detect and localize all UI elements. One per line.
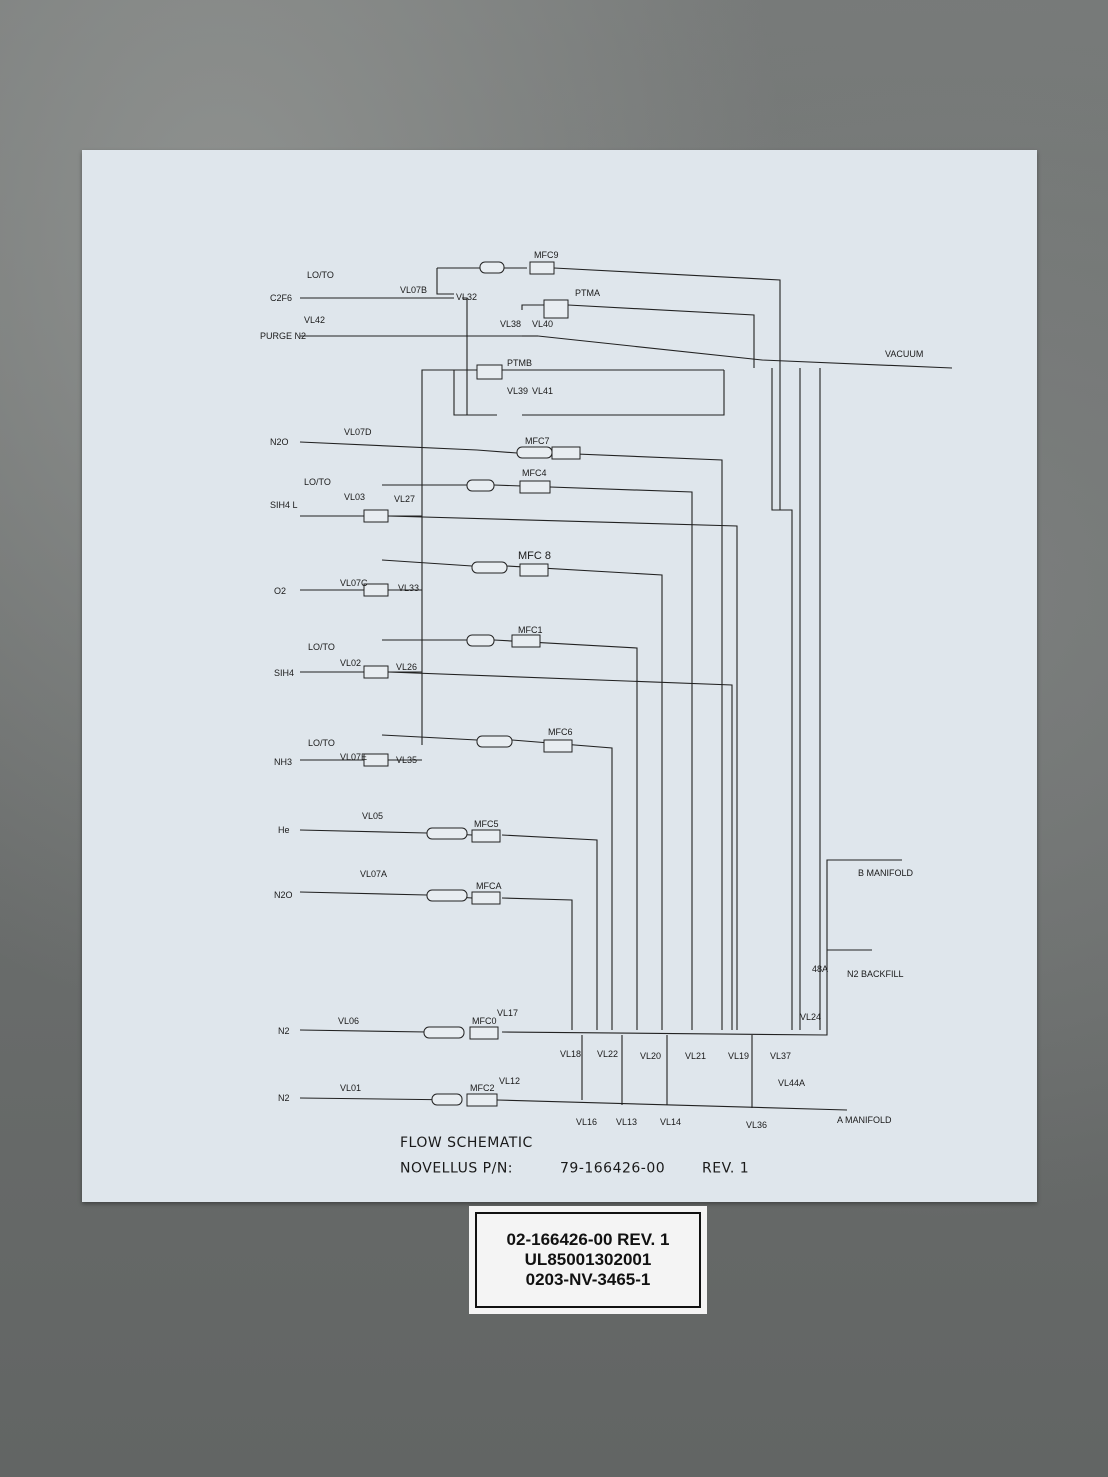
pipework xyxy=(299,267,953,1111)
mfc-label-mfc1: MFC1 xyxy=(518,625,543,635)
valve-label-vl41: VL41 xyxy=(532,386,553,396)
output-label-vacuum: VACUUM xyxy=(885,349,923,359)
revision-label: REV. 1 xyxy=(702,1161,749,1177)
diagram-title: FLOW SCHEMATIC xyxy=(400,1135,533,1151)
mfc-label-mfc5: MFC5 xyxy=(474,819,499,829)
mfc-label-mfc9: MFC9 xyxy=(534,250,559,260)
valve-label-vl07d: VL07D xyxy=(344,427,372,437)
valve-label-vl16: VL16 xyxy=(576,1117,597,1127)
gas-label-n2-a: N2 xyxy=(278,1093,290,1103)
gas-label-n2o-2: N2O xyxy=(274,890,293,900)
component-symbols xyxy=(363,261,581,1107)
valve-label-48a: 48A xyxy=(812,964,828,974)
gas-label-he: He xyxy=(278,825,290,835)
mfc-label-mfc0: MFC0 xyxy=(472,1016,497,1026)
lock-label-nh3: LO/TO xyxy=(308,738,335,748)
valve-label-vl14: VL14 xyxy=(660,1117,681,1127)
valve-label-vl07b: VL07B xyxy=(400,285,427,295)
output-label-b-manifold: B MANIFOLD xyxy=(858,868,914,878)
mfc-label-mfc4: MFC4 xyxy=(522,468,547,478)
gas-label-n2o: N2O xyxy=(270,437,289,447)
valve-label-vl18: VL18 xyxy=(560,1049,581,1059)
valve-label-vl42: VL42 xyxy=(304,315,325,325)
valve-label-vl44a: VL44A xyxy=(778,1078,805,1088)
valve-label-vl35: VL35 xyxy=(396,755,417,765)
valve-label-vl19: VL19 xyxy=(728,1051,749,1061)
valve-label-vl02: VL02 xyxy=(340,658,361,668)
mfc-label-mfca: MFCA xyxy=(476,881,502,891)
gas-label-n2-b: N2 xyxy=(278,1026,290,1036)
valve-label-vl20: VL20 xyxy=(640,1051,661,1061)
part-label: NOVELLUS P/N: xyxy=(400,1161,513,1177)
valve-label-vl05: VL05 xyxy=(362,811,383,821)
valve-label-vl07e: VL07E xyxy=(340,752,367,762)
valve-label-vl37: VL37 xyxy=(770,1051,791,1061)
output-label-n2-backfill: N2 BACKFILL xyxy=(847,969,904,979)
tag-line-3: 0203-NV-3465-1 xyxy=(525,1270,651,1289)
output-label-a-manifold: A MANIFOLD xyxy=(837,1115,892,1125)
lock-label-sih4-l: LO/TO xyxy=(304,477,331,487)
pressure-label-ptmb: PTMB xyxy=(507,358,532,368)
gas-label-sih4: SIH4 xyxy=(274,668,294,678)
valve-label-vl38: VL38 xyxy=(500,319,521,329)
tag-line-2: UL85001302001 xyxy=(524,1250,652,1269)
valve-label-vl17: VL17 xyxy=(497,1008,518,1018)
flow-schematic-diagram: C2F6 LO/TO VL07B VL32 MFC9 PURGE N2 VL42… xyxy=(260,250,953,1177)
mfc-label-mfc2: MFC2 xyxy=(470,1083,495,1093)
mfc-label-mfc7: MFC7 xyxy=(525,436,550,446)
valve-label-vl22: VL22 xyxy=(597,1049,618,1059)
valve-label-vl21: VL21 xyxy=(685,1051,706,1061)
gas-label-c2f6: C2F6 xyxy=(270,293,292,303)
valve-label-vl26: VL26 xyxy=(396,662,417,672)
part-number: 79-166426-00 xyxy=(560,1161,665,1177)
valve-label-vl36: VL36 xyxy=(746,1120,767,1130)
gas-label-nh3: NH3 xyxy=(274,757,292,767)
mfc-label-mfc8: MFC 8 xyxy=(518,550,551,562)
valve-label-vl32: VL32 xyxy=(456,292,477,302)
schematic-sheet: C2F6 LO/TO VL07B VL32 MFC9 PURGE N2 VL42… xyxy=(82,150,1037,1202)
gas-label-o2: O2 xyxy=(274,586,286,596)
pressure-label-ptma: PTMA xyxy=(575,288,600,298)
valve-label-vl40: VL40 xyxy=(532,319,553,329)
mfc-label-mfc6: MFC6 xyxy=(548,727,573,737)
valve-label-vl01: VL01 xyxy=(340,1083,361,1093)
lock-label-sih4: LO/TO xyxy=(308,642,335,652)
valve-label-vl06: VL06 xyxy=(338,1016,359,1026)
gas-labels: C2F6 LO/TO VL07B VL32 MFC9 PURGE N2 VL42… xyxy=(260,250,923,1177)
gas-label-purge-n2: PURGE N2 xyxy=(260,331,306,341)
lock-label-c2f6: LO/TO xyxy=(307,270,334,280)
gas-label-sih4-l: SIH4 L xyxy=(270,500,298,510)
identification-tag-border: 02-166426-00 REV. 1 UL85001302001 0203-N… xyxy=(475,1212,701,1308)
identification-tag: 02-166426-00 REV. 1 UL85001302001 0203-N… xyxy=(469,1206,707,1314)
valve-label-vl12: VL12 xyxy=(499,1076,520,1086)
valve-label-vl33: VL33 xyxy=(398,583,419,593)
valve-label-vl39: VL39 xyxy=(507,386,528,396)
valve-label-vl27: VL27 xyxy=(394,494,415,504)
valve-label-vl03: VL03 xyxy=(344,492,365,502)
tag-line-1: 02-166426-00 REV. 1 xyxy=(506,1230,670,1249)
valve-label-vl24: VL24 xyxy=(800,1012,821,1022)
valve-label-vl07a: VL07A xyxy=(360,869,387,879)
valve-label-vl07c: VL07C xyxy=(340,578,368,588)
valve-label-vl13: VL13 xyxy=(616,1117,637,1127)
